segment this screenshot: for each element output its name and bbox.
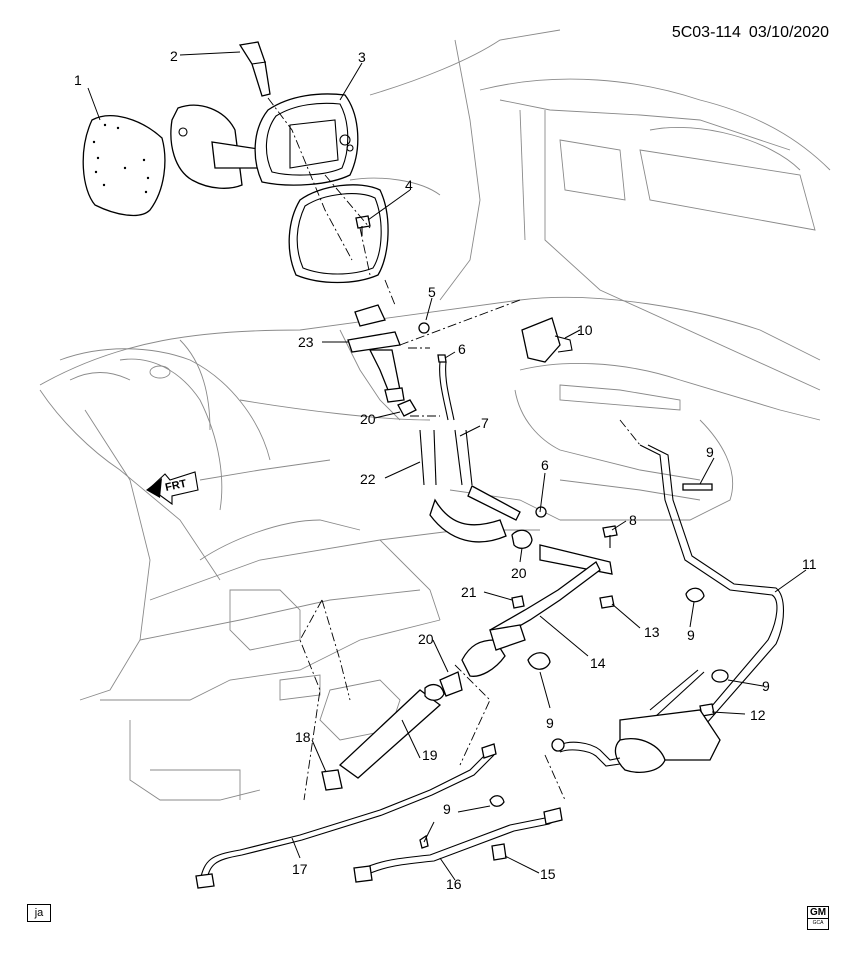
clip-13: [599, 595, 615, 609]
fuel-filler-neck-upper: [347, 304, 405, 403]
callout-16: 16: [446, 876, 462, 892]
callout-9-b: 9: [687, 627, 695, 643]
callout-21: 21: [461, 584, 477, 600]
callout-12: 12: [750, 707, 766, 723]
gm-logo-subtext: GCA: [812, 920, 824, 926]
filler-hoses-middle: [419, 429, 473, 486]
clip-18: [321, 769, 343, 791]
fuel-filler-pipe: [461, 544, 613, 677]
callout-2: 2: [170, 48, 178, 64]
fuel-pocket-opening: [288, 184, 389, 284]
callout-19: 19: [422, 747, 438, 763]
callout-18: 18: [295, 729, 311, 745]
clamp-20-upper: [397, 399, 417, 417]
callout-6-upper: 6: [458, 341, 466, 357]
clip-15: [491, 843, 507, 861]
callout-5: 5: [428, 284, 436, 300]
callout-14: 14: [590, 655, 606, 671]
front-direction-indicator: FRT: [146, 471, 199, 506]
callout-15: 15: [540, 866, 556, 882]
callout-8: 8: [629, 512, 637, 528]
callout-9-e: 9: [443, 801, 451, 817]
callout-20-upper: 20: [360, 411, 376, 427]
fuel-line-17: [195, 743, 497, 889]
diagram-date: 03/10/2020: [748, 24, 829, 41]
vent-line-11: [639, 444, 785, 725]
diagram-code: 5C03-114: [671, 24, 741, 41]
clip-21: [511, 595, 525, 609]
callout-1: 1: [74, 72, 82, 88]
callout-20-lower: 20: [418, 631, 434, 647]
callout-4: 4: [405, 177, 413, 193]
evap-canister: [551, 709, 721, 773]
fuel-line-16: [353, 807, 563, 883]
callout-9-a: 9: [706, 444, 714, 460]
clip-5: [418, 322, 430, 334]
callout-10: 10: [577, 322, 593, 338]
callout-13: 13: [644, 624, 660, 640]
vehicle-body-outline: [39, 29, 831, 801]
illustrator-tag: ja: [27, 904, 51, 922]
fuel-door-inner-panel: [170, 104, 269, 189]
callout-23: 23: [298, 334, 314, 350]
callout-11: 11: [802, 556, 817, 572]
callout-6-lower: 6: [541, 457, 549, 473]
callout-17: 17: [292, 861, 308, 877]
callout-labels: 1 2 3 4 5 6 6 7 8 9 9 9 9 9 10 11 12 13 …: [74, 48, 817, 892]
callout-9-d: 9: [546, 715, 554, 731]
capless-funnel-tool: [238, 41, 271, 97]
bolt-8: [602, 525, 618, 548]
callout-22: 22: [360, 471, 376, 487]
diagram-header: 5C03-114 03/10/2020: [672, 24, 829, 42]
vent-hose-upper: [437, 354, 455, 421]
gm-logo-text: GM: [808, 907, 828, 919]
front-label: FRT: [164, 478, 188, 494]
bolt-4: [355, 215, 371, 236]
callout-3: 3: [358, 49, 366, 65]
assembly-centerlines: [267, 97, 641, 801]
fuel-door-emblem: [82, 115, 166, 217]
callout-leaders: [87, 51, 807, 881]
gm-logo: GM GCA: [807, 906, 829, 930]
callout-20-middle: 20: [511, 565, 527, 581]
callout-9-c: 9: [762, 678, 770, 694]
callout-7: 7: [481, 415, 489, 431]
evap-valve: [521, 317, 573, 363]
filler-hose-lower: [429, 485, 547, 549]
fuel-filler-housing: [254, 93, 359, 186]
fuel-hose-19: [338, 671, 463, 779]
